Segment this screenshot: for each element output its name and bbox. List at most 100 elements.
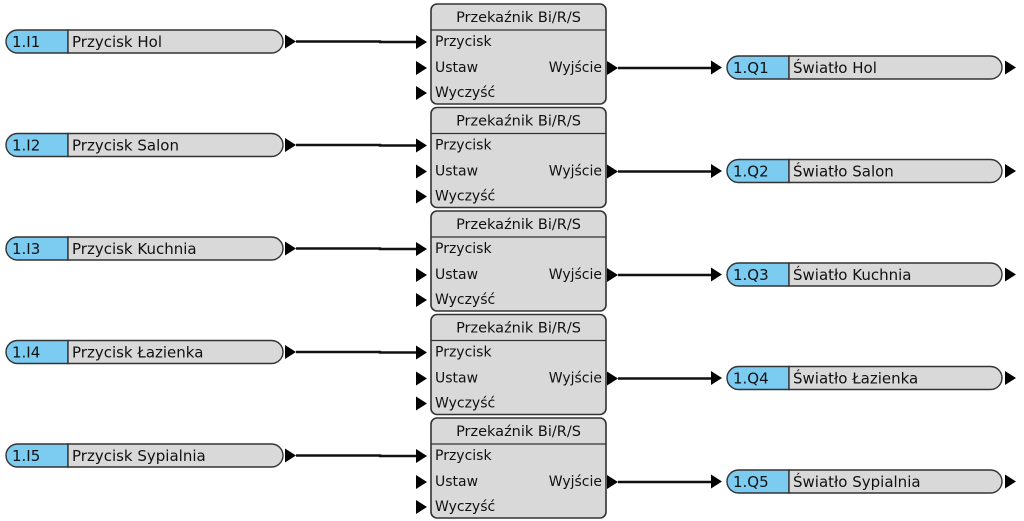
relay-input-label-wyczysc: Wyczyść [435,189,495,205]
input-label-cell [67,29,284,54]
output-connector-output-pin[interactable] [1005,60,1016,75]
input-label: Przycisk Sypialnia [72,447,206,465]
relay-input-pin-przycisk[interactable] [416,345,427,360]
relay-output-pin[interactable] [607,164,618,179]
wire-input-to-relay [296,143,416,147]
wire-input-to-relay [296,40,416,44]
input-address: 1.I1 [12,33,40,51]
relay-block-title: Przekaźnik Bi/R/S [456,217,581,233]
input-connector[interactable]: 1.I2 Przycisk Salon [5,132,296,158]
output-connector-output-pin[interactable] [1005,267,1016,282]
input-connector-output-pin[interactable] [285,345,296,359]
input-address-cell [5,443,69,468]
relay-block[interactable]: Przekaźnik Bi/R/SPrzyciskUstawWyczyśćWyj… [416,210,618,312]
relay-input-pin-ustaw[interactable] [416,164,427,179]
relay-block-frame [430,417,607,519]
input-address: 1.I2 [12,137,40,155]
relay-input-pin-przycisk[interactable] [416,138,427,153]
relay-output-label: Wyjście [549,267,602,283]
output-connector-input-pin[interactable] [711,60,722,75]
relay-output-pin[interactable] [607,61,618,75]
input-label: Przycisk Hol [72,33,162,51]
wire-input-to-relay [296,454,416,458]
output-label-cell [788,55,1003,80]
output-connector-input-pin[interactable] [711,267,722,282]
output-connector-output-pin[interactable] [1005,164,1016,178]
relay-block-frame [430,3,607,105]
relay-input-pin-przycisk[interactable] [416,449,427,463]
output-label: Światło Łazienka [793,369,918,388]
relay-input-pin-ustaw[interactable] [416,475,427,489]
relay-row: 1.I2 Przycisk Salon Przekaźnik Bi/R/SPrzyc… [5,106,1016,209]
input-address-cell [5,132,69,158]
relay-input-pin-wyczysc[interactable] [416,189,427,204]
input-address: 1.I4 [12,344,40,362]
relay-input-label-przycisk: Przycisk [435,34,492,50]
output-connector-input-pin[interactable] [711,371,722,385]
relay-input-pin-wyczysc[interactable] [416,293,427,307]
output-connector-output-pin[interactable] [1005,474,1016,489]
output-address-cell [726,55,790,80]
relay-block[interactable]: Przekaźnik Bi/R/SPrzyciskUstawWyczyśćWyj… [416,106,618,209]
relay-input-pin-ustaw[interactable] [416,371,427,386]
relay-input-label-wyczysc: Wyczyść [435,499,495,515]
input-connector[interactable]: 1.I1 Przycisk Hol [5,29,296,54]
relay-output-pin[interactable] [607,268,618,282]
output-connector[interactable]: 1.Q1 Światło Hol [711,55,1016,80]
relay-block-title: Przekaźnik Bi/R/S [456,10,581,26]
relay-row: 1.I1 Przycisk Hol Przekaźnik Bi/R/S Przycis… [5,3,1016,105]
output-address-cell [726,158,790,184]
relay-block[interactable]: Przekaźnik Bi/R/SPrzyciskUstawWyczyśćWyj… [416,313,618,416]
output-connector-input-pin[interactable] [711,164,722,178]
relay-input-pin-ustaw[interactable] [416,61,427,75]
output-label-cell [788,365,1003,391]
input-label: Przycisk Salon [72,137,179,155]
input-label-cell [67,443,284,468]
output-label-cell [788,469,1003,494]
relay-block-title: Przekaźnik Bi/R/S [456,424,581,440]
relay-output-pin[interactable] [607,371,618,386]
relay-input-pin-wyczysc[interactable] [416,86,427,100]
output-connector-output-pin[interactable] [1005,371,1016,385]
relay-input-label-przycisk: Przycisk [435,345,492,361]
output-address: 1.Q3 [733,266,769,284]
output-address-cell [726,262,790,287]
relay-block[interactable]: Przekaźnik Bi/R/SPrzyciskUstawWyczyśćWyj… [416,417,618,519]
relay-input-pin-wyczysc[interactable] [416,500,427,514]
relay-output-label: Wyjście [549,60,602,76]
relay-input-pin-przycisk[interactable] [416,35,427,49]
output-label: Światło Sypialnia [793,472,921,491]
relay-input-pin-wyczysc[interactable] [416,396,427,411]
input-connector-output-pin[interactable] [285,34,296,49]
output-address: 1.Q1 [733,59,769,77]
output-connector-input-pin[interactable] [711,474,722,489]
output-label: Światło Hol [793,58,877,77]
input-connector-output-pin[interactable] [285,448,296,463]
relay-block-title: Przekaźnik Bi/R/S [456,321,581,337]
relay-input-label-przycisk: Przycisk [435,448,492,464]
relay-block-frame [430,210,607,312]
input-connector-output-pin[interactable] [285,138,296,152]
output-address: 1.Q4 [733,370,769,388]
input-label-cell [67,339,284,365]
input-connector-output-pin[interactable] [285,241,296,256]
output-connector[interactable]: 1.Q4 Światło Łazienka [711,365,1016,391]
output-address: 1.Q2 [733,163,769,181]
relay-input-pin-ustaw[interactable] [416,268,427,282]
input-label-cell [67,132,284,158]
relay-input-label-ustaw: Ustaw [435,267,478,283]
relay-output-pin[interactable] [607,475,618,489]
relay-output-label: Wyjście [549,371,602,387]
relay-input-label-ustaw: Ustaw [435,60,478,76]
relay-input-pin-przycisk[interactable] [416,242,427,256]
relay-block[interactable]: Przekaźnik Bi/R/SPrzyciskUstawWyczyśćWyj… [416,3,618,105]
